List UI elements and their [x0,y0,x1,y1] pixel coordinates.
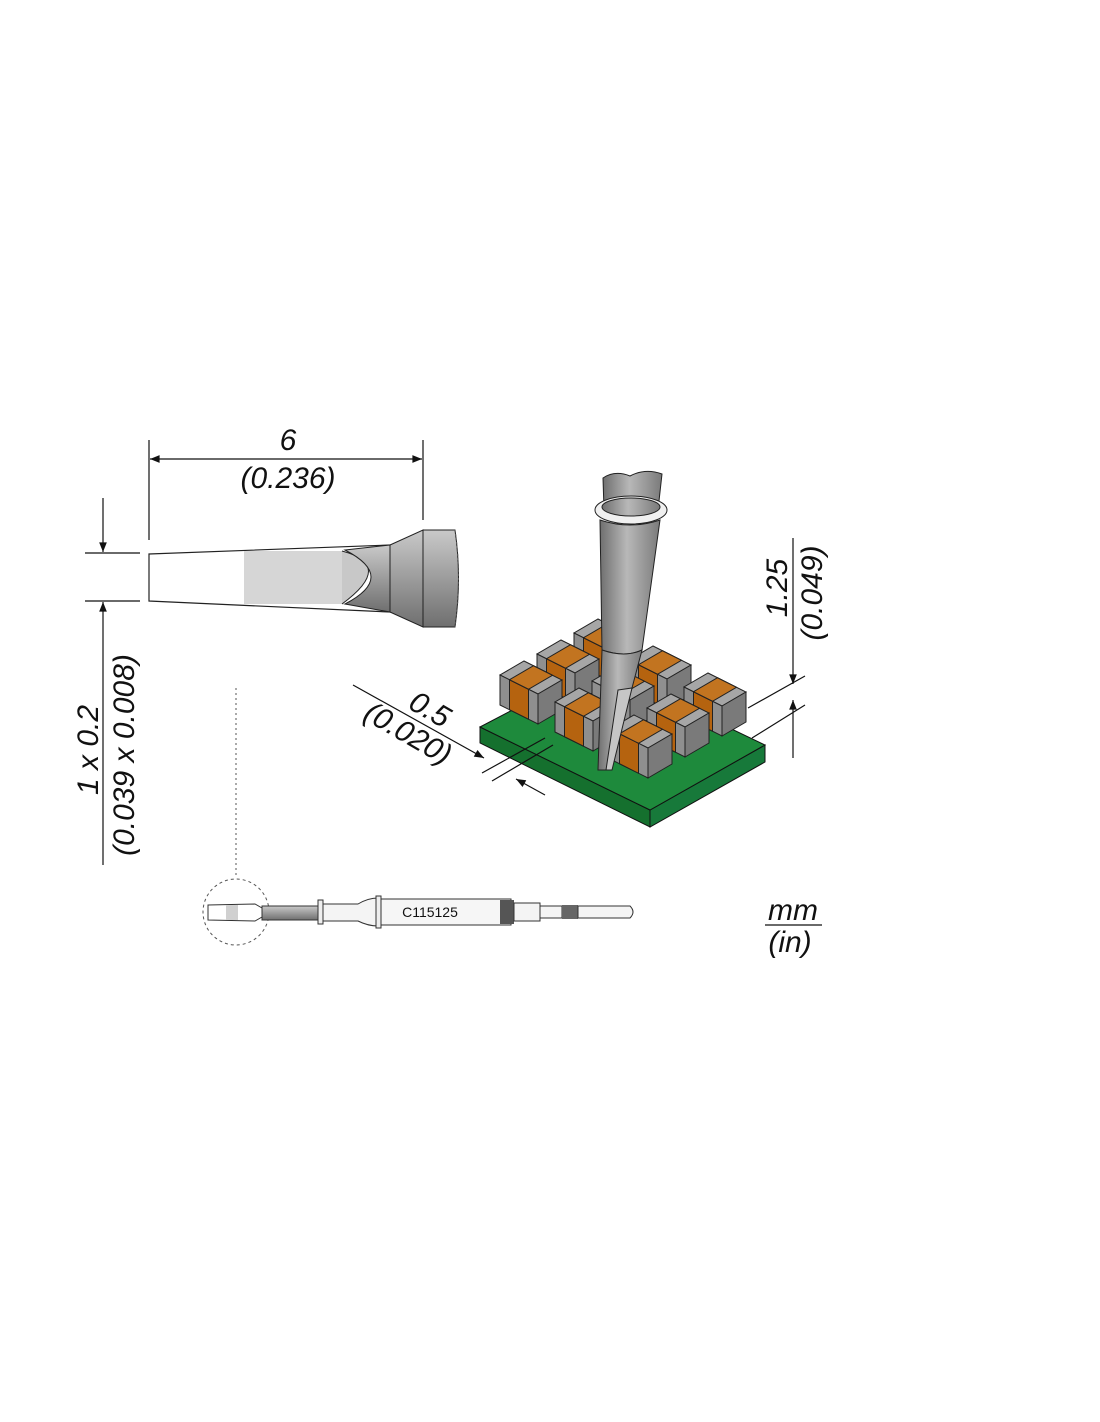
tip-mm-label: 1 x 0.2 [72,705,105,795]
soldering-tool [594,470,668,771]
length-in-label: (0.236) [240,462,335,495]
units-legend: mm (in) [765,894,822,959]
unit-mm-label: mm [768,894,818,927]
height-dimension: 1.25 (0.049) [747,538,829,758]
tip-side-view [148,529,459,628]
tip-in-label: (0.039 x 0.008) [108,654,141,856]
part-number-label: C115125 [402,904,458,920]
tip-width-dimension: 1 x 0.2 (0.039 x 0.008) [72,498,141,865]
length-dimension: 6 (0.236) [148,424,424,540]
height-in-label: (0.049) [796,545,829,640]
pcb-scene [478,470,767,828]
height-mm-label: 1.25 [761,558,794,617]
cartridge-overview: C115125 [202,878,634,946]
unit-in-label: (in) [768,926,811,959]
length-mm-label: 6 [280,424,297,457]
